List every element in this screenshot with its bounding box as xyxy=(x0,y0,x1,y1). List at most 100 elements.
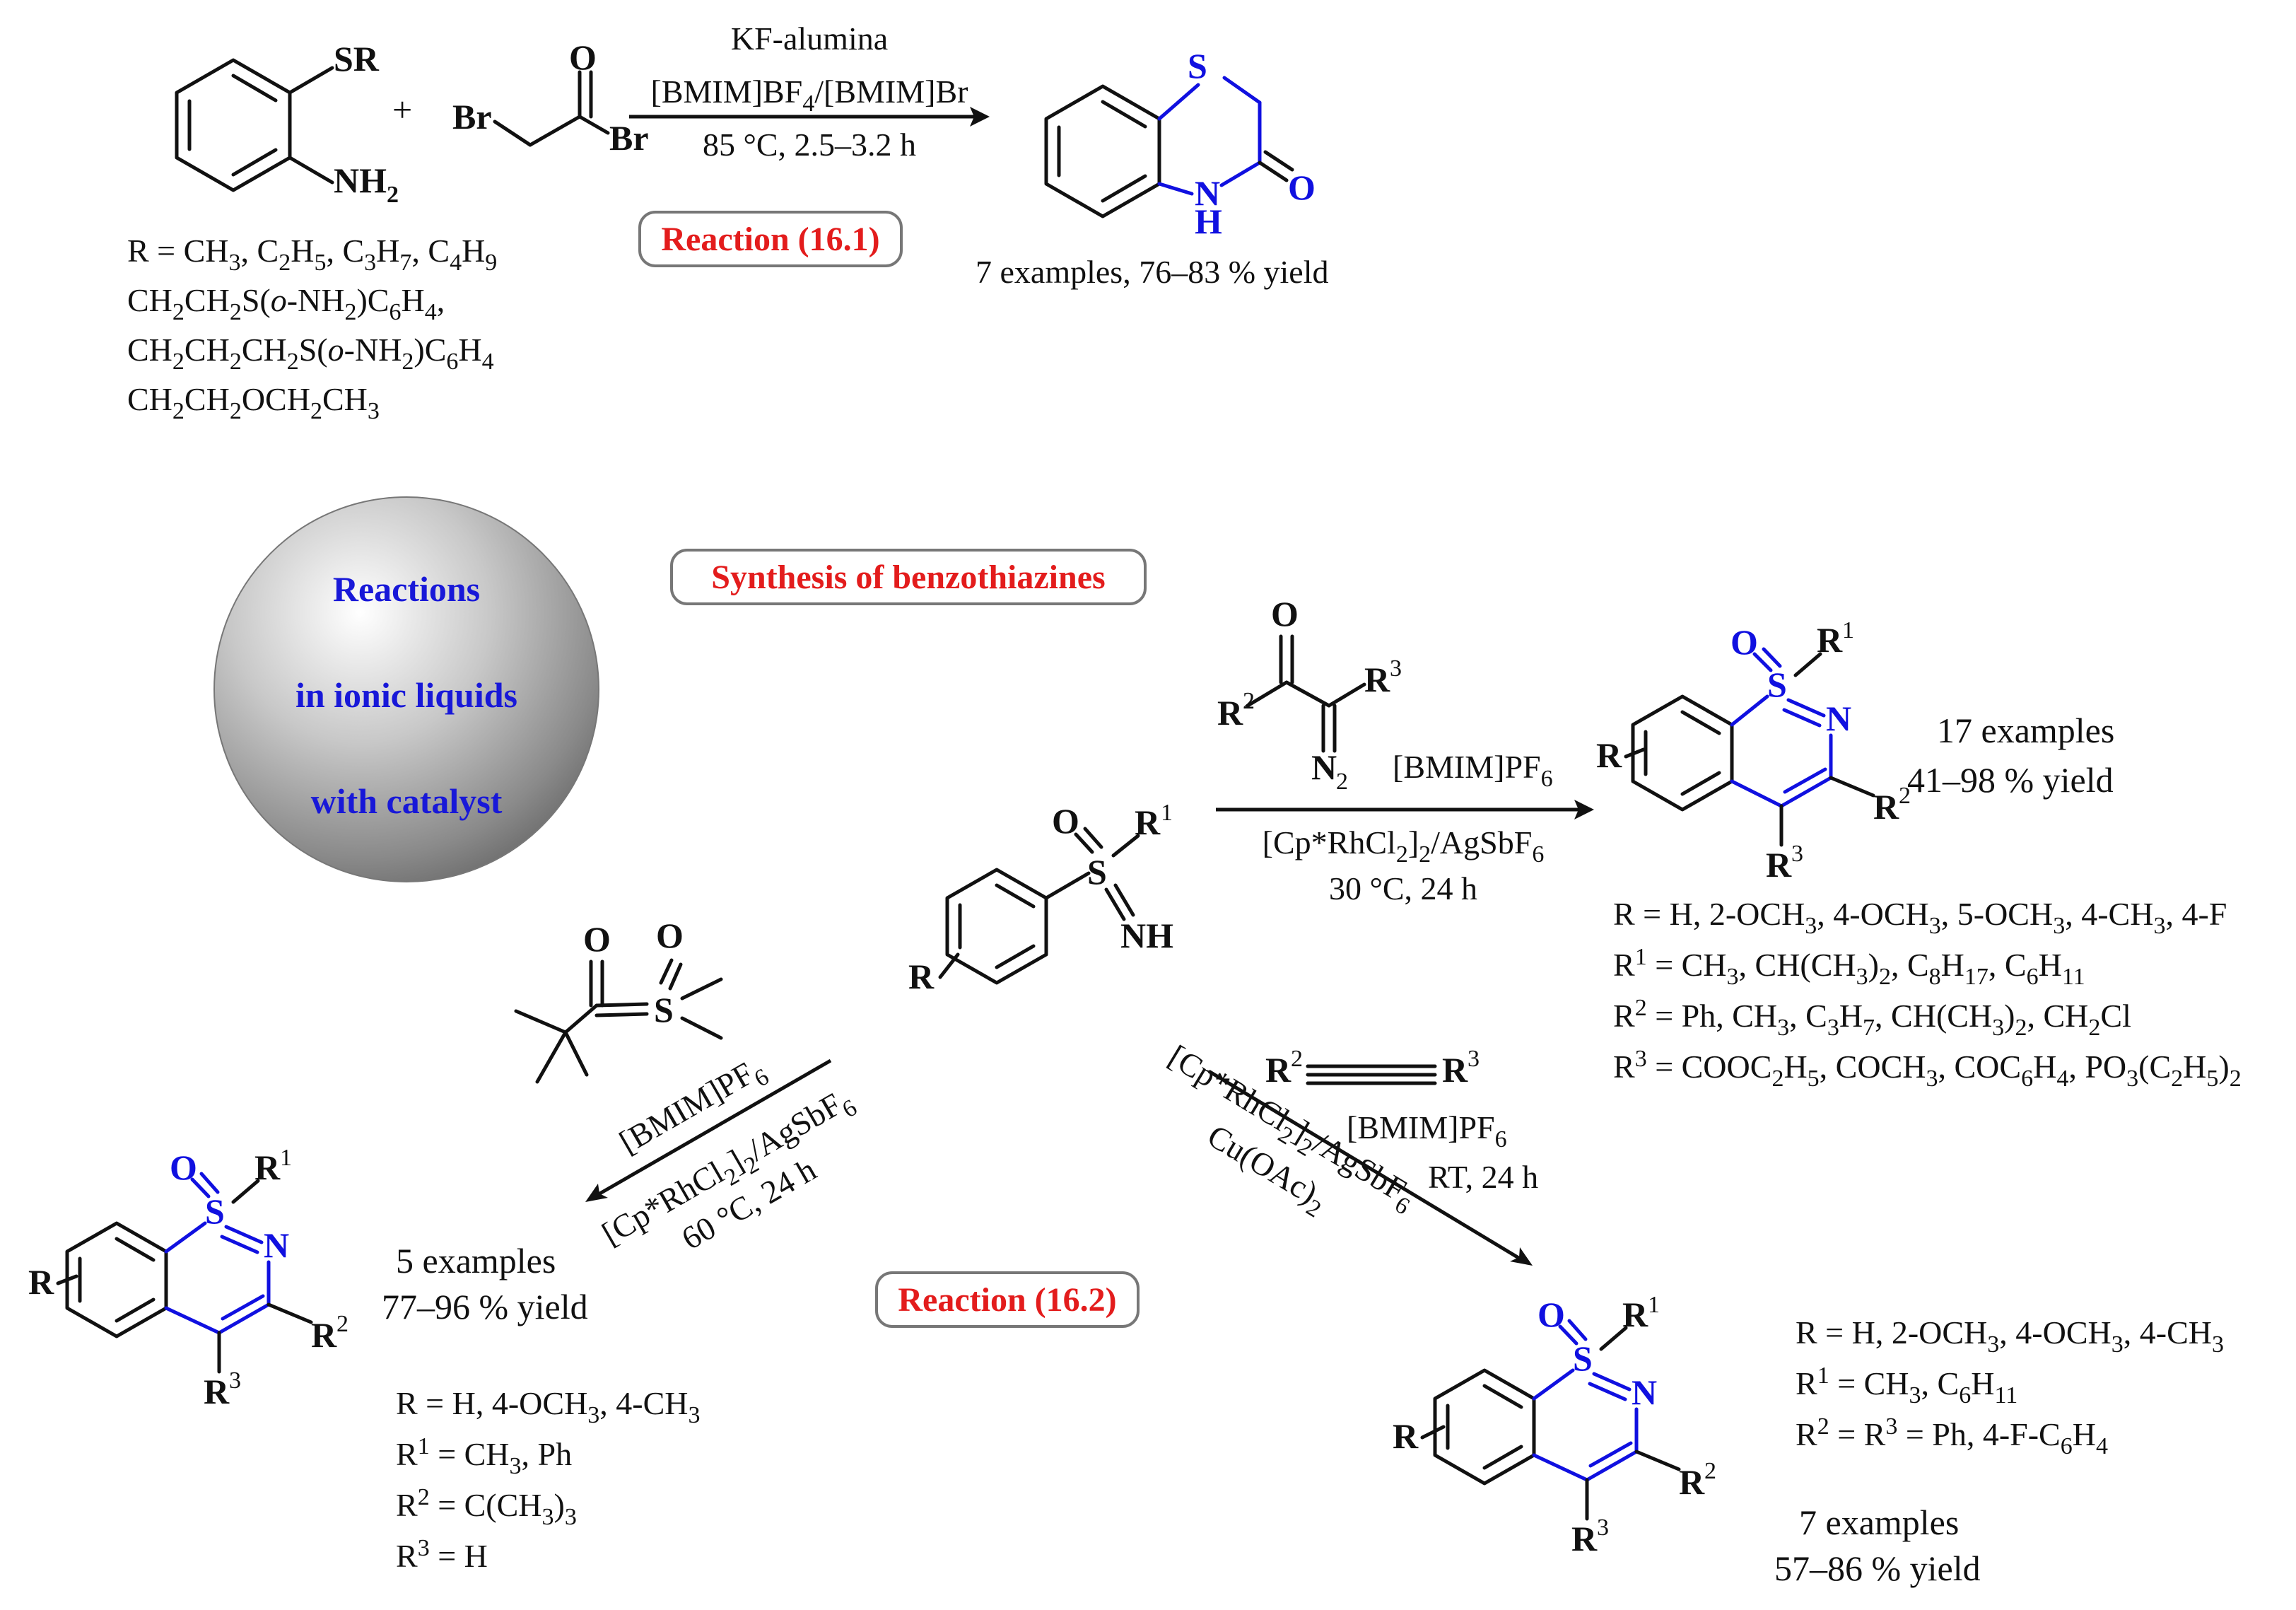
r-list-2b: R = H, 4-OCH3, 4-CH3 R1 = CH3, Ph R2 = C… xyxy=(396,1385,701,1574)
svg-text:S: S xyxy=(1087,852,1107,892)
svg-text:Reaction (16.1): Reaction (16.1) xyxy=(661,221,879,258)
svg-text:NH2: NH2 xyxy=(334,161,399,208)
cond-2c-right2: RT, 24 h xyxy=(1428,1159,1538,1195)
svg-text:R: R xyxy=(1873,787,1899,827)
label-reaction-16-2: Reaction (16.2) xyxy=(875,1271,1140,1328)
svg-text:R: R xyxy=(1596,735,1622,775)
svg-text:R = H, 4-OCH3, 4-CH3: R = H, 4-OCH3, 4-CH3 xyxy=(396,1385,701,1428)
svg-text:CH2CH2CH2S(o-NH2)C6H4: CH2CH2CH2S(o-NH2)C6H4 xyxy=(127,332,494,375)
svg-text:2: 2 xyxy=(1704,1458,1716,1484)
r-list-16-1: R = CH3, C2H5, C3H7, C4H9 CH2CH2S(o-NH2)… xyxy=(127,233,497,424)
svg-text:3: 3 xyxy=(1597,1515,1609,1541)
svg-text:O: O xyxy=(656,916,684,955)
label-reaction-16-1: Reaction (16.1) xyxy=(638,211,903,267)
examples-2b: 5 examples xyxy=(396,1241,556,1281)
svg-text:2: 2 xyxy=(1291,1046,1303,1072)
svg-text:R: R xyxy=(1265,1050,1292,1090)
svg-text:H: H xyxy=(1195,202,1222,241)
cond-16-1-bottom: 85 °C, 2.5–3.2 h xyxy=(703,127,916,163)
yield-2c: 57–86 % yield xyxy=(1774,1548,1981,1588)
svg-text:Synthesis of benzothiazines: Synthesis of benzothiazines xyxy=(711,559,1105,596)
svg-text:R2 = C(CH3)3: R2 = C(CH3)3 xyxy=(396,1484,577,1530)
svg-text:3: 3 xyxy=(1791,841,1803,867)
arrow-reaction-16-1 xyxy=(629,107,990,127)
svg-text:3: 3 xyxy=(1390,655,1402,682)
cond-16-1-top: KF-alumina xyxy=(731,21,888,57)
svg-text:O: O xyxy=(569,37,597,77)
yield-2a: 41–98 % yield xyxy=(1907,760,2114,800)
cond-2b-group: [BMIM]PF6 [Cp*RhCl2]2/AgSbF6 60 °C, 24 h xyxy=(596,1049,862,1259)
svg-text:R: R xyxy=(28,1262,54,1302)
svg-text:2: 2 xyxy=(1336,769,1348,795)
svg-text:R: R xyxy=(1393,1416,1419,1456)
svg-text:1: 1 xyxy=(1648,1292,1660,1318)
product-benzothiazinone: S O N H xyxy=(1044,46,1316,241)
svg-text:NH: NH xyxy=(1120,916,1173,955)
r-list-2c: R = H, 2-OCH3, 4-OCH3, 4-CH3 R1 = CH3, C… xyxy=(1796,1314,2224,1459)
svg-text:1: 1 xyxy=(280,1145,292,1171)
svg-text:S: S xyxy=(654,990,674,1029)
svg-text:R2 = R3 = Ph, 4-F-C6H4: R2 = R3 = Ph, 4-F-C6H4 xyxy=(1796,1413,2108,1459)
svg-text:R: R xyxy=(1571,1519,1598,1558)
svg-text:CH2CH2S(o-NH2)C6H4,: CH2CH2S(o-NH2)C6H4, xyxy=(127,282,445,325)
yield-2b: 77–96 % yield xyxy=(382,1287,588,1326)
svg-text:N: N xyxy=(1632,1372,1657,1412)
sphere-line-2: in ionic liquids xyxy=(295,675,517,715)
svg-text:2: 2 xyxy=(1899,783,1911,809)
svg-text:O: O xyxy=(1271,594,1299,634)
product-benzothiazine-2a: R S O R 1 N R 2 R 3 xyxy=(1596,617,1911,885)
svg-text:1: 1 xyxy=(1842,617,1854,643)
svg-text:O: O xyxy=(1730,622,1758,662)
reactant-bromoacetyl-bromide: Br O Br xyxy=(452,37,649,158)
svg-text:R1 = CH3, Ph: R1 = CH3, Ph xyxy=(396,1433,572,1479)
svg-text:R: R xyxy=(1217,693,1243,733)
svg-text:R3 = H: R3 = H xyxy=(396,1535,488,1574)
svg-text:R1 = CH3, C6H11: R1 = CH3, C6H11 xyxy=(1796,1363,2017,1408)
cond-2c-right1: [BMIM]PF6 xyxy=(1347,1109,1507,1153)
reagent-sulfoxonium-ylide: O S O xyxy=(514,916,723,1084)
reactant-sulfoximine: R S O R 1 NH xyxy=(908,800,1173,996)
plus-sign: + xyxy=(392,90,412,129)
svg-text:CH2CH2OCH2CH3: CH2CH2OCH2CH3 xyxy=(127,381,380,424)
cond-2a-above: [BMIM]PF6 xyxy=(1393,749,1553,792)
reagent-diazo-ketone: O R 2 R 3 N 2 xyxy=(1217,594,1402,795)
r-list-2a: R = H, 2-OCH3, 4-OCH3, 5-OCH3, 4-CH3, 4-… xyxy=(1613,896,2242,1092)
svg-text:2: 2 xyxy=(1243,688,1255,714)
svg-text:Br: Br xyxy=(452,97,492,136)
svg-text:N: N xyxy=(1195,173,1220,213)
svg-text:R: R xyxy=(1766,845,1792,885)
svg-text:2: 2 xyxy=(336,1311,348,1337)
svg-text:SR: SR xyxy=(334,39,380,78)
cond-16-1-mid: [BMIM]BF4/[BMIM]Br xyxy=(651,74,968,117)
svg-text:R: R xyxy=(1817,620,1843,660)
sphere-line-3: with catalyst xyxy=(311,781,503,821)
arrow-reaction-2b xyxy=(585,1058,832,1202)
svg-text:3: 3 xyxy=(1468,1046,1480,1072)
label-synthesis: Synthesis of benzothiazines xyxy=(670,549,1147,605)
svg-text:R: R xyxy=(1622,1295,1648,1334)
svg-text:N: N xyxy=(1826,699,1851,738)
reactant-aminothiophenol: SR NH2 xyxy=(175,39,399,208)
arrow-reaction-2c xyxy=(1207,1069,1533,1266)
examples-2a: 17 examples xyxy=(1937,711,2114,750)
svg-text:3: 3 xyxy=(229,1367,241,1394)
yield-16-1: 7 examples, 76–83 % yield xyxy=(976,254,1329,290)
cond-2a-below1: [Cp*RhCl2]2/AgSbF6 xyxy=(1263,824,1545,868)
svg-text:R3 = COOC2H5, COCH3, COC6H4, P: R3 = COOC2H5, COCH3, COC6H4, PO3(C2H5)2 xyxy=(1613,1046,2242,1092)
svg-text:R: R xyxy=(1135,803,1161,842)
examples-2c: 7 examples xyxy=(1799,1503,1959,1542)
svg-text:O: O xyxy=(1288,168,1316,207)
svg-text:R: R xyxy=(311,1315,337,1355)
svg-text:R: R xyxy=(254,1148,281,1187)
svg-text:O: O xyxy=(583,919,611,959)
svg-text:R = H, 2-OCH3, 4-OCH3, 4-CH3: R = H, 2-OCH3, 4-OCH3, 4-CH3 xyxy=(1796,1314,2224,1358)
reagent-alkyne: R 2 R 3 xyxy=(1265,1046,1480,1090)
svg-text:R = H, 2-OCH3, 4-OCH3, 5-OCH3,: R = H, 2-OCH3, 4-OCH3, 5-OCH3, 4-CH3, 4-… xyxy=(1613,896,2227,939)
sphere-line-1: Reactions xyxy=(333,569,480,609)
svg-text:R = CH3, C2H5, C3H7, C4H9: R = CH3, C2H5, C3H7, C4H9 xyxy=(127,233,497,276)
svg-text:R2 = Ph, CH3, C3H7, CH(CH3)2,: R2 = Ph, CH3, C3H7, CH(CH3)2, CH2Cl xyxy=(1613,995,2131,1041)
topic-sphere: Reactions in ionic liquids with catalyst xyxy=(213,496,599,882)
svg-text:S: S xyxy=(1188,46,1207,86)
svg-text:R: R xyxy=(1679,1462,1705,1502)
